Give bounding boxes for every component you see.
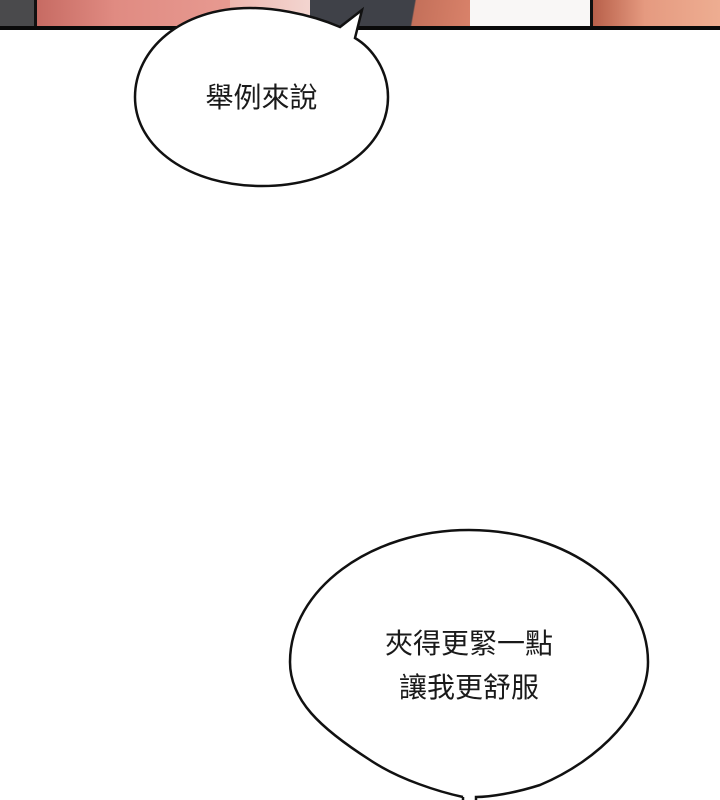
speech-line: 舉例來說 xyxy=(205,81,318,114)
speech-bubble-1 xyxy=(133,6,390,188)
panel-art-white xyxy=(470,0,590,26)
speech-bubble-1-text: 舉例來說 xyxy=(135,80,388,115)
speech-bubble-2-text: 夾得更緊一點 讓我更舒服 xyxy=(290,622,648,710)
speech-line: 夾得更緊一點 xyxy=(384,627,553,660)
panel-border xyxy=(0,26,720,30)
panel-art-dark-left xyxy=(0,0,38,26)
speech-bubble-2 xyxy=(288,528,650,800)
speech-line: 讓我更舒服 xyxy=(398,671,539,704)
panel-art-skin-right xyxy=(590,0,720,26)
panel-art-skin-mid xyxy=(400,0,470,26)
